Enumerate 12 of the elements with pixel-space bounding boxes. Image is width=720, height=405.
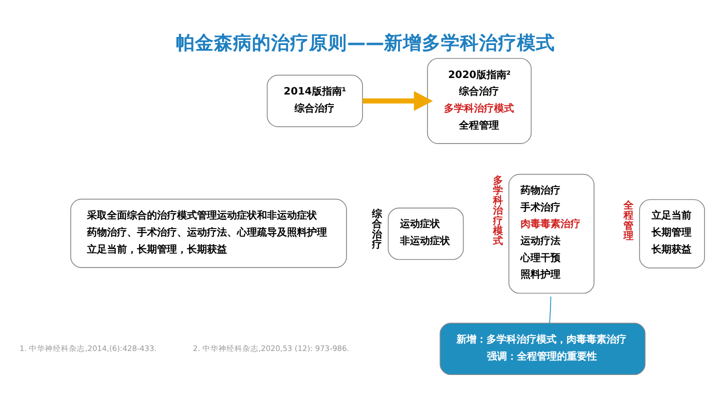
node-label: 多学科治疗模式 — [492, 174, 503, 246]
label: 1. 中华神经科杂志,2014,(6):428-433. — [19, 343, 157, 352]
node-box: 2014版指南¹ 综合治疗 — [266, 74, 363, 127]
connector — [549, 296, 552, 324]
node-box: 新增：多学科治疗模式，肉毒毒素治疗 强调：全程管理的重要性 — [440, 322, 646, 375]
arrow — [362, 90, 433, 110]
node-box: 2020版指南² 综合治疗 多学科治疗模式 全程管理 — [427, 57, 532, 144]
node-box: 采取全面综合的治疗模式管理运动症状和非运动症状 药物治疗、手术治疗、运动疗法、心理疏导及照料护理 立足当前，长期管理，长期获益 — [70, 198, 347, 268]
node-label: 综合治疗 — [372, 208, 382, 250]
label: 2. 中华神经科杂志,2020,53 (12): 973-986. — [192, 343, 350, 352]
node-label: 全程管理 — [624, 200, 634, 242]
diagram-title: 帕金森病的治疗原则——新增多学科治疗模式 — [176, 32, 556, 54]
